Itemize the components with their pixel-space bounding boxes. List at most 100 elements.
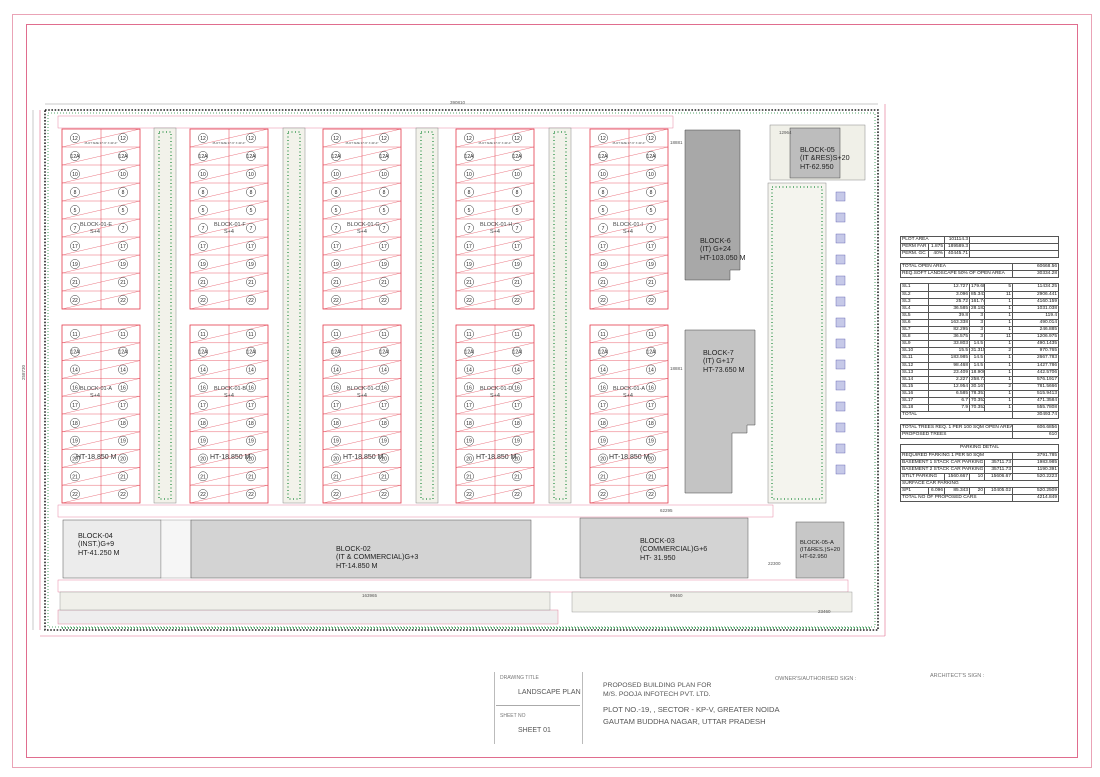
table-cell: 3791.785 — [1012, 451, 1060, 460]
plot-hatch — [61, 290, 141, 310]
mid-right-dimension-b: 18881 — [670, 366, 683, 371]
plot-number: 11 — [600, 332, 605, 338]
title-divider — [496, 705, 580, 706]
table-cell: 40% — [927, 250, 946, 259]
table-cell: 35711.73 — [984, 458, 1014, 467]
plot-number: 16 — [333, 385, 339, 391]
landscape-strip — [548, 127, 572, 504]
plot-number: 18 — [466, 421, 472, 427]
table-cell: 576.1917 — [1012, 375, 1060, 384]
plot-number-marker — [598, 187, 608, 197]
south-road — [57, 579, 849, 593]
table-cell: 490.014 — [1012, 318, 1060, 328]
bottom-dimension: 163965 — [362, 593, 378, 598]
plot-number: 11 — [120, 332, 125, 338]
block-02-name: BLOCK-02 — [336, 544, 371, 553]
plot-hatch — [189, 324, 269, 343]
plot-number-marker — [118, 489, 128, 499]
plot-number: 12A — [380, 350, 390, 356]
plot-number: 21 — [72, 280, 78, 286]
plot-block-floors: S+4 — [357, 229, 367, 235]
plot-number: 10 — [648, 172, 654, 178]
plot-number: 21 — [514, 280, 520, 286]
plot-number-marker — [464, 205, 474, 215]
plot-number-marker — [512, 435, 522, 446]
plot-block-name: BLOCK-01-I — [613, 222, 643, 228]
plot-number: 16 — [381, 385, 387, 391]
plot-hatch — [455, 146, 535, 166]
parking-bay — [835, 254, 846, 265]
plot-number: 11 — [200, 332, 205, 338]
table-cell: 4214.849 — [1012, 494, 1060, 503]
plot-number: 10 — [514, 172, 520, 178]
plot-number-marker — [646, 151, 656, 161]
plot-number: 12A — [332, 154, 342, 160]
plot-number: 22 — [648, 492, 654, 498]
plot-hatch — [589, 485, 669, 504]
plot-number-marker — [198, 133, 208, 143]
plot-hatch — [189, 254, 269, 274]
plot-number: 20 — [381, 457, 387, 463]
plot-number-marker — [118, 346, 128, 357]
plot-number: 17 — [600, 403, 606, 409]
table-cell: STILT PARKING — [899, 472, 946, 481]
plot-hatch — [61, 254, 141, 274]
plot-number: 10 — [120, 172, 126, 178]
plot-number-marker — [331, 187, 341, 197]
plot-number-marker — [598, 346, 608, 357]
table-cell: 1427.786 — [1012, 361, 1060, 370]
plot-number: 22 — [200, 492, 206, 498]
plot-number: 17 — [120, 244, 126, 250]
plot-number: 19 — [648, 439, 654, 445]
plot-number-marker — [598, 329, 608, 339]
table-cell: SL14 — [900, 375, 929, 384]
plot-number: 11 — [514, 332, 519, 338]
plot-size-label: PLOT SIZE 37'-6" X 40'-0" — [213, 141, 246, 145]
plot-number: 7 — [335, 226, 338, 232]
plot-number-marker — [198, 346, 208, 357]
parking-bay — [835, 212, 846, 223]
plot-number-marker — [70, 400, 80, 410]
plot-number-marker — [598, 418, 608, 428]
plot-number: 14 — [72, 368, 78, 374]
plot-hatch — [322, 378, 402, 397]
plot-number-marker — [198, 259, 208, 269]
plot-number-marker — [70, 435, 80, 446]
plot-number-marker — [598, 471, 608, 482]
plot-number: 12 — [333, 136, 339, 142]
plot-number-marker — [598, 205, 608, 215]
table-cell: 36.575 — [927, 333, 971, 342]
plot-number: 19 — [333, 439, 339, 445]
parking-bay — [835, 317, 846, 328]
plot-number: 17 — [648, 403, 654, 409]
plot-number-marker — [646, 259, 656, 269]
plot-number-marker — [464, 489, 474, 499]
plot-hatch — [322, 449, 402, 468]
block-7-height: HT-73.650 M — [703, 364, 745, 374]
plot-number: 20 — [600, 457, 606, 463]
table-cell: SP1 — [900, 486, 929, 496]
plot-number-marker — [464, 400, 474, 410]
top-right-dimension-b: 18881 — [670, 140, 683, 145]
plot-number-marker — [198, 205, 208, 215]
plot-hatch — [322, 396, 402, 415]
plot-number: 5 — [383, 208, 386, 214]
plot-number: 12 — [466, 136, 472, 142]
table-cell: 1 — [984, 304, 1014, 313]
plot-hatch — [455, 449, 535, 468]
table-cell: 1190.391 — [1012, 465, 1060, 474]
plot-hatch — [589, 467, 669, 486]
tree-row — [420, 131, 434, 500]
plot-number-marker — [598, 364, 608, 375]
plot-number-marker — [118, 187, 128, 197]
plot-number: 17 — [248, 244, 254, 250]
block-6-footprint — [684, 129, 741, 281]
table-cell — [969, 250, 1060, 259]
plot-hatch — [61, 378, 141, 397]
plot-number-marker — [246, 400, 256, 410]
